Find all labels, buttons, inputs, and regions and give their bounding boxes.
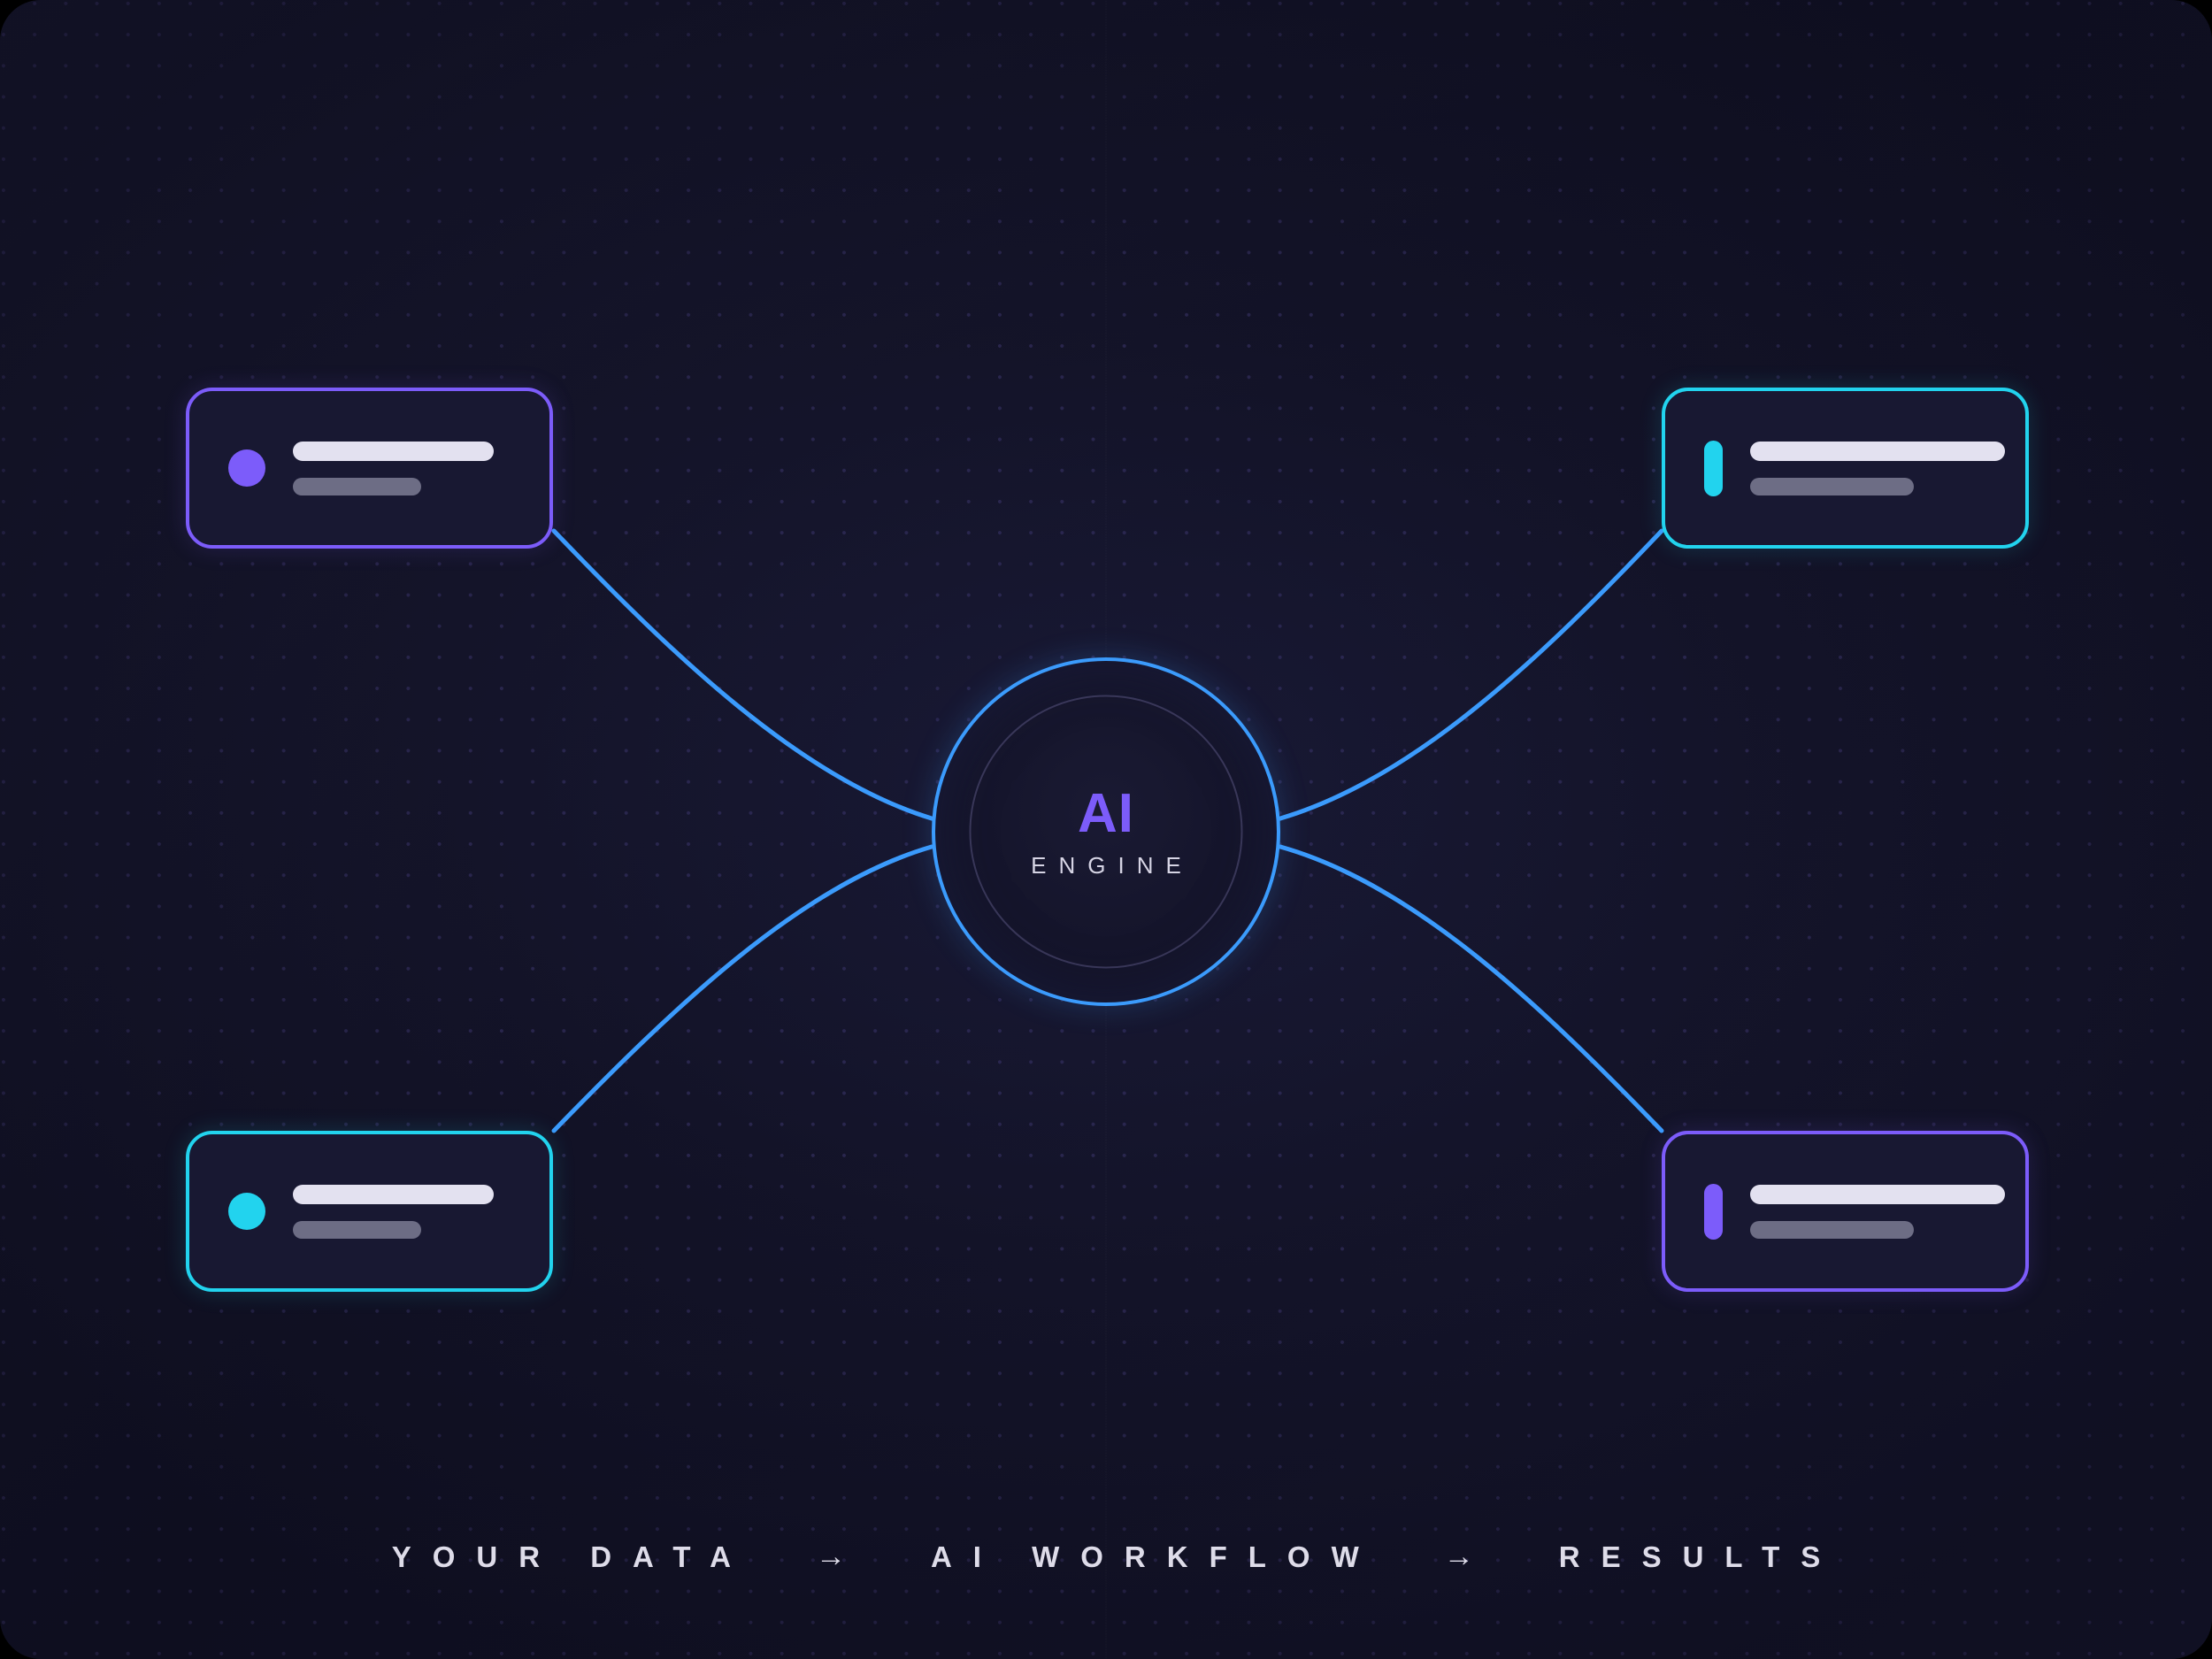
- card-primary-line: [293, 441, 494, 461]
- card-skeleton-lines: [293, 441, 494, 495]
- caption-stage-your-data: YOUR DATA: [391, 1540, 752, 1573]
- connector-hub-to-top-right: [1278, 528, 1664, 821]
- card-primary-line: [293, 1184, 494, 1204]
- card-secondary-line: [293, 477, 421, 495]
- status-bar-icon: [1704, 440, 1723, 496]
- status-dot-icon: [228, 1193, 265, 1230]
- caption-stage-ai-workflow: AI WORKFLOW: [930, 1540, 1380, 1573]
- card-secondary-line: [293, 1220, 421, 1239]
- workflow-caption: YOUR DATA → AI WORKFLOW → RESULTS: [0, 1540, 2212, 1574]
- caption-arrow-2-icon: →: [1443, 1540, 1474, 1573]
- output-node-card-2[interactable]: [1662, 1131, 2029, 1292]
- connector-top-left-to-hub: [551, 528, 934, 821]
- input-node-card-1[interactable]: [186, 388, 553, 549]
- connector-hub-to-bottom-right: [1278, 844, 1664, 1133]
- status-bar-icon: [1704, 1183, 1723, 1240]
- card-secondary-line: [1750, 477, 1914, 495]
- card-secondary-line: [1750, 1220, 1914, 1239]
- hub-subtitle: ENGINE: [1031, 852, 1194, 879]
- ai-engine-hub[interactable]: AI ENGINE: [932, 657, 1280, 1006]
- caption-stage-results: RESULTS: [1558, 1540, 1842, 1573]
- output-node-card-1[interactable]: [1662, 388, 2029, 549]
- hub-title: AI: [1078, 783, 1134, 844]
- card-skeleton-lines: [293, 1184, 494, 1239]
- input-node-card-2[interactable]: [186, 1131, 553, 1292]
- status-dot-icon: [228, 449, 265, 487]
- connector-bottom-left-to-hub: [551, 844, 934, 1133]
- card-primary-line: [1750, 1184, 2005, 1204]
- card-primary-line: [1750, 441, 2005, 461]
- caption-arrow-1-icon: →: [815, 1540, 846, 1573]
- card-skeleton-lines: [1750, 441, 2005, 495]
- card-skeleton-lines: [1750, 1184, 2005, 1239]
